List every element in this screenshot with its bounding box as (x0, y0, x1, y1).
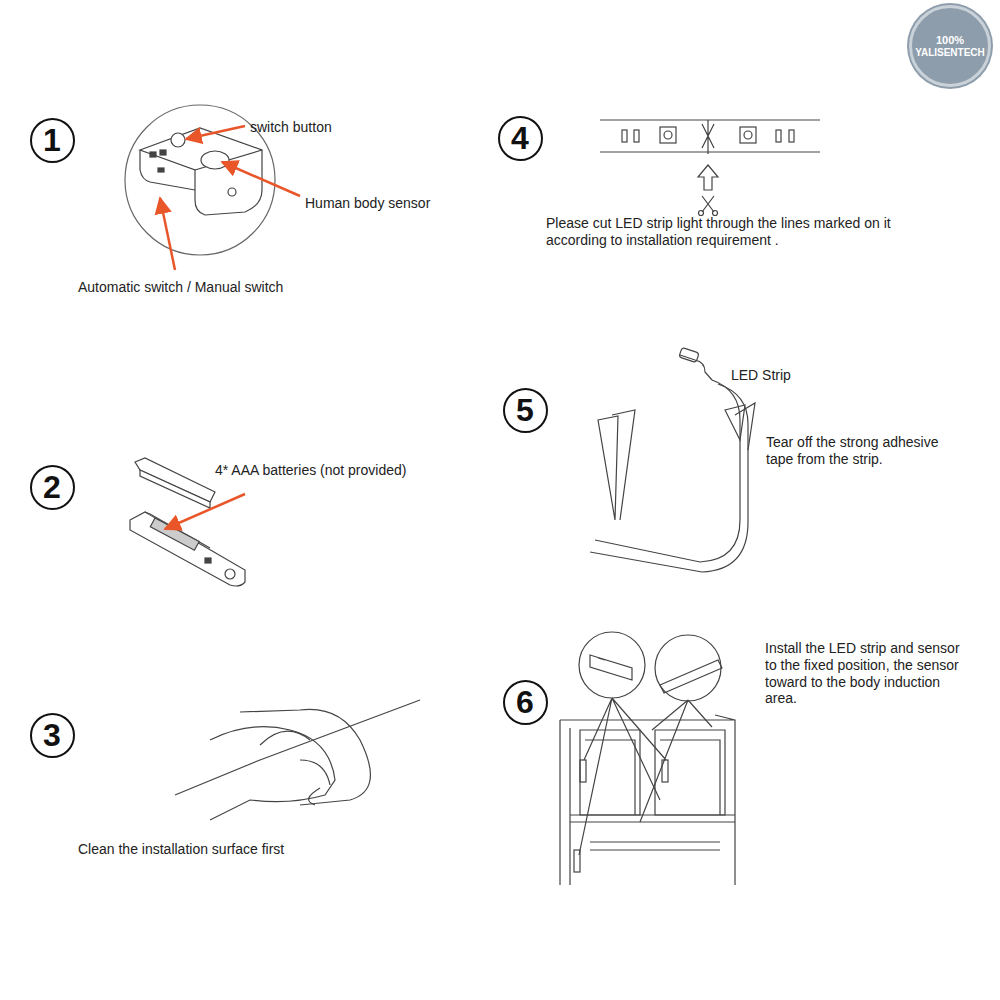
instruction-text: Clean the installation surface first (78, 841, 284, 858)
step-number: 4 (511, 122, 529, 154)
instruction-text: Human body sensor (305, 195, 430, 212)
watermark-badge: 100%YALISENTECH (909, 5, 991, 87)
step-circle: 6 (503, 680, 548, 725)
instruction-text: 4* AAA batteries (not provided) (215, 462, 406, 479)
led-strip-reel (590, 347, 755, 572)
step-circle: 4 (498, 116, 543, 161)
instruction-text: Please cut LED strip light through the l… (546, 215, 946, 249)
instruction-text: Tear off the strong adhesive tape from t… (766, 434, 966, 468)
step-number: 1 (43, 124, 61, 156)
watermark-text: 100% (936, 34, 964, 46)
instruction-text: LED Strip (731, 367, 791, 384)
step-number: 2 (43, 471, 61, 503)
step-number: 5 (516, 394, 534, 426)
step-circle: 1 (30, 118, 75, 163)
cabinet (560, 632, 735, 885)
led-strip-cut (600, 120, 820, 216)
cleaning-hand (175, 700, 420, 820)
step-circle: 5 (503, 388, 548, 433)
instruction-text: Automatic switch / Manual switch (78, 279, 283, 296)
instruction-text: Install the LED strip and sensor to the … (765, 640, 965, 707)
step-circle: 2 (30, 465, 75, 510)
step-circle: 3 (30, 713, 75, 758)
step-number: 3 (43, 719, 61, 751)
callout-arrows (160, 126, 300, 270)
step-number: 6 (516, 686, 534, 718)
instruction-text: switch button (250, 119, 332, 136)
watermark-text: YALISENTECH (915, 47, 985, 58)
